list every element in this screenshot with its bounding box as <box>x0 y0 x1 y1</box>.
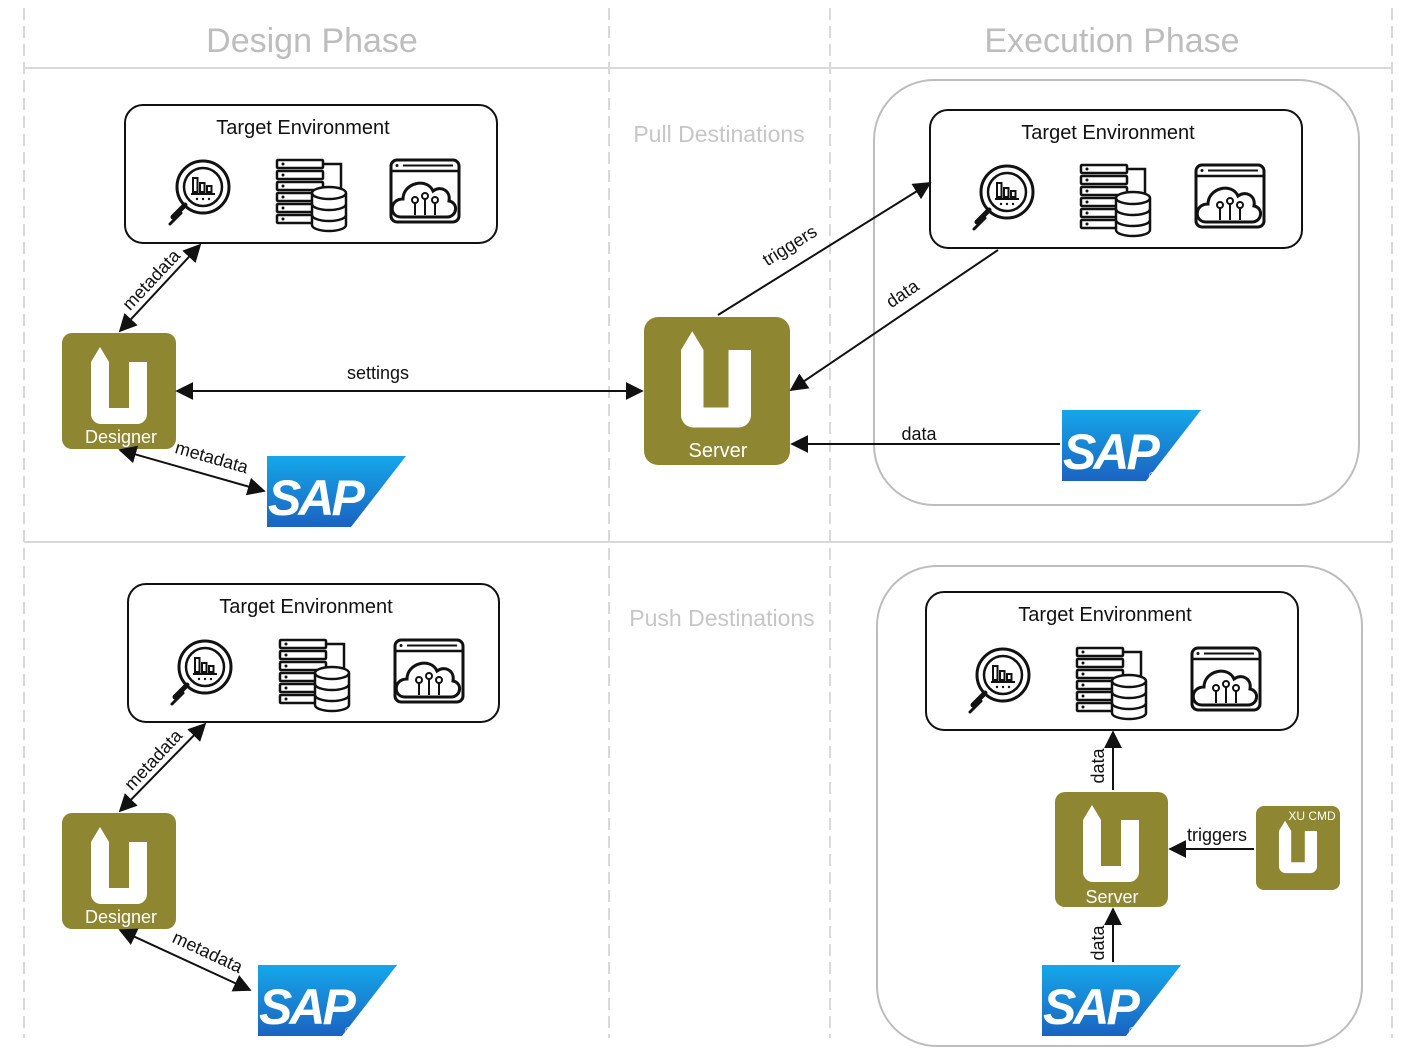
layout-grid <box>23 8 1393 1038</box>
designer-logo-push: Designer <box>62 813 176 929</box>
settings-label: settings <box>347 363 409 383</box>
cloud-network-icon <box>389 158 461 224</box>
execution-phase-title: Execution Phase <box>984 22 1239 60</box>
xucmd-logo: XU CMD <box>1256 806 1340 890</box>
metadata-arrow-designer-env-pull <box>118 243 202 333</box>
triggers-arrow-pull <box>717 182 932 316</box>
data-label: data <box>901 424 937 444</box>
sap-logo-design-pull: SAP ® <box>267 456 406 528</box>
cloud-network-icon <box>1190 646 1262 712</box>
data-arrow-env-server-pull <box>789 249 999 392</box>
environment-title: Target Environment <box>1021 122 1195 144</box>
cloud-network-icon <box>393 638 465 704</box>
sap-logo-design-push: SAP ® <box>258 965 397 1037</box>
svg-text:®: ® <box>345 1026 353 1037</box>
execution-container-push <box>876 565 1363 1047</box>
sap-logo-exec-push: SAP ® <box>1042 965 1181 1037</box>
metadata-label: metadata <box>173 437 252 477</box>
cloud-network-icon <box>1194 163 1266 229</box>
design-phase-title: Design Phase <box>206 22 418 60</box>
metadata-arrow-designer-sap-pull <box>118 445 266 496</box>
environment-title: Target Environment <box>219 596 393 618</box>
target-environment-design-pull: Target Environment <box>124 104 498 244</box>
environment-title: Target Environment <box>216 117 390 139</box>
metadata-arrow-designer-sap-push <box>118 928 252 992</box>
data-label: data <box>882 275 923 312</box>
target-environment-exec-pull: Target Environment <box>929 109 1303 249</box>
server-logo-push: Server <box>1055 792 1168 907</box>
triggers-label: triggers <box>1187 825 1247 845</box>
sap-logo-exec-pull: SAP ® <box>1062 410 1201 482</box>
triggers-label: triggers <box>759 221 821 270</box>
server-label: Server <box>689 440 748 462</box>
svg-text:SAP: SAP <box>1043 979 1140 1035</box>
target-environment-design-push: Target Environment <box>127 583 500 723</box>
pull-destinations-label: Pull Destinations <box>633 121 804 147</box>
svg-text:®: ® <box>358 517 366 528</box>
data-label: data <box>1088 925 1108 961</box>
xucmd-label: XU CMD <box>1288 809 1336 823</box>
designer-label: Designer <box>85 907 157 927</box>
metadata-arrow-designer-env-push <box>118 722 207 813</box>
svg-text:SAP: SAP <box>1063 424 1160 480</box>
data-label: data <box>1088 748 1108 784</box>
target-environment-exec-push: Target Environment <box>925 591 1299 731</box>
execution-container-pull <box>873 79 1360 506</box>
svg-text:SAP: SAP <box>259 979 356 1035</box>
server-logo-pull: Server <box>644 317 790 465</box>
push-destinations-label: Push Destinations <box>629 605 814 631</box>
environment-title: Target Environment <box>1018 604 1192 626</box>
svg-text:®: ® <box>1149 471 1157 482</box>
server-label: Server <box>1085 887 1138 907</box>
designer-logo-pull: Designer <box>62 333 176 449</box>
svg-text:®: ® <box>1129 1026 1137 1037</box>
designer-label: Designer <box>85 427 157 447</box>
metadata-label: metadata <box>118 245 184 314</box>
metadata-label: metadata <box>120 725 186 794</box>
svg-text:SAP: SAP <box>268 470 365 526</box>
